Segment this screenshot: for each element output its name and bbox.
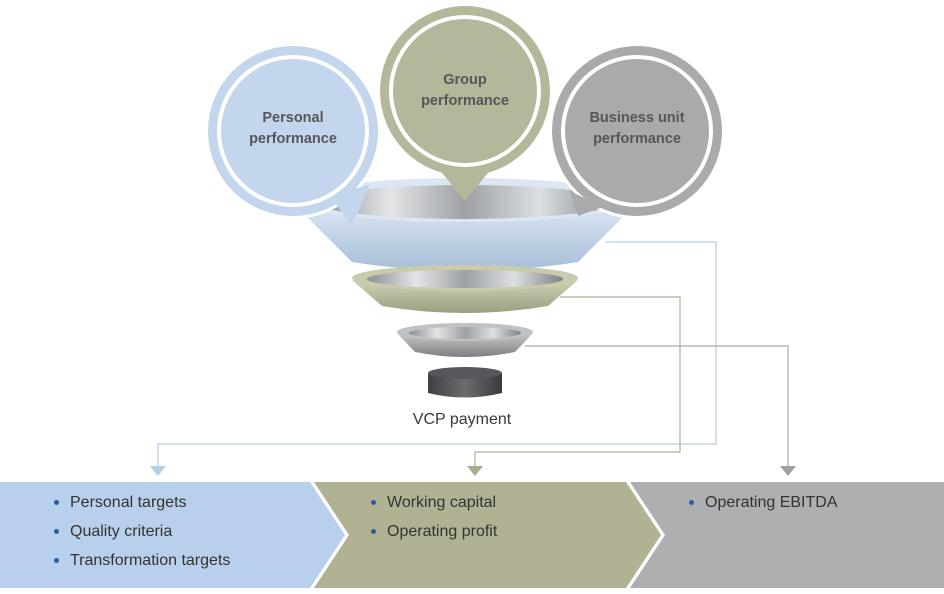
list-item: Personal targets [54,488,314,517]
funnel-lower-stage [397,323,533,357]
arrowhead-personal [150,466,166,476]
group-label-line1: Group [443,72,487,88]
personal-bubble [205,43,381,226]
panel-business-unit-bg [630,482,944,588]
vcp-payment-label: VCP payment [412,411,512,428]
arrowhead-business-unit [780,466,796,476]
panel-group: Working capital Operating profit [371,488,621,594]
connector-business-unit [525,345,789,466]
list-item: Working capital [371,488,621,517]
personal-label-line1: Personal [262,110,324,126]
group-bubble [377,3,553,201]
business-unit-label-line2: performance [593,131,681,147]
panel-personal: Personal targets Quality criteria Transf… [54,488,314,594]
group-label-line2: performance [421,93,509,109]
list-item: Transformation targets [54,546,314,575]
funnel-middle-stage [352,265,578,313]
business-unit-bubble-label: Business unit performance [567,108,707,150]
group-bubble-label: Group performance [395,70,535,112]
list-item: Operating profit [371,517,621,546]
connector-personal [157,241,717,466]
funnel-output-puck [428,367,502,398]
personal-bubble-label: Personal performance [223,108,363,150]
panel-business-unit: Operating EBITDA [689,488,929,594]
panel-group-bg [314,482,661,588]
connector-group [474,296,681,466]
panel-personal-bg [0,482,345,588]
business-unit-items-list: Operating EBITDA [689,488,929,517]
arrowhead-group [467,466,483,476]
personal-label-line2: performance [249,131,337,147]
list-item: Operating EBITDA [689,488,929,517]
business-unit-bubble [549,43,725,219]
group-items-list: Working capital Operating profit [371,488,621,546]
personal-items-list: Personal targets Quality criteria Transf… [54,488,314,575]
business-unit-label-line1: Business unit [589,110,685,126]
list-item: Quality criteria [54,517,314,546]
